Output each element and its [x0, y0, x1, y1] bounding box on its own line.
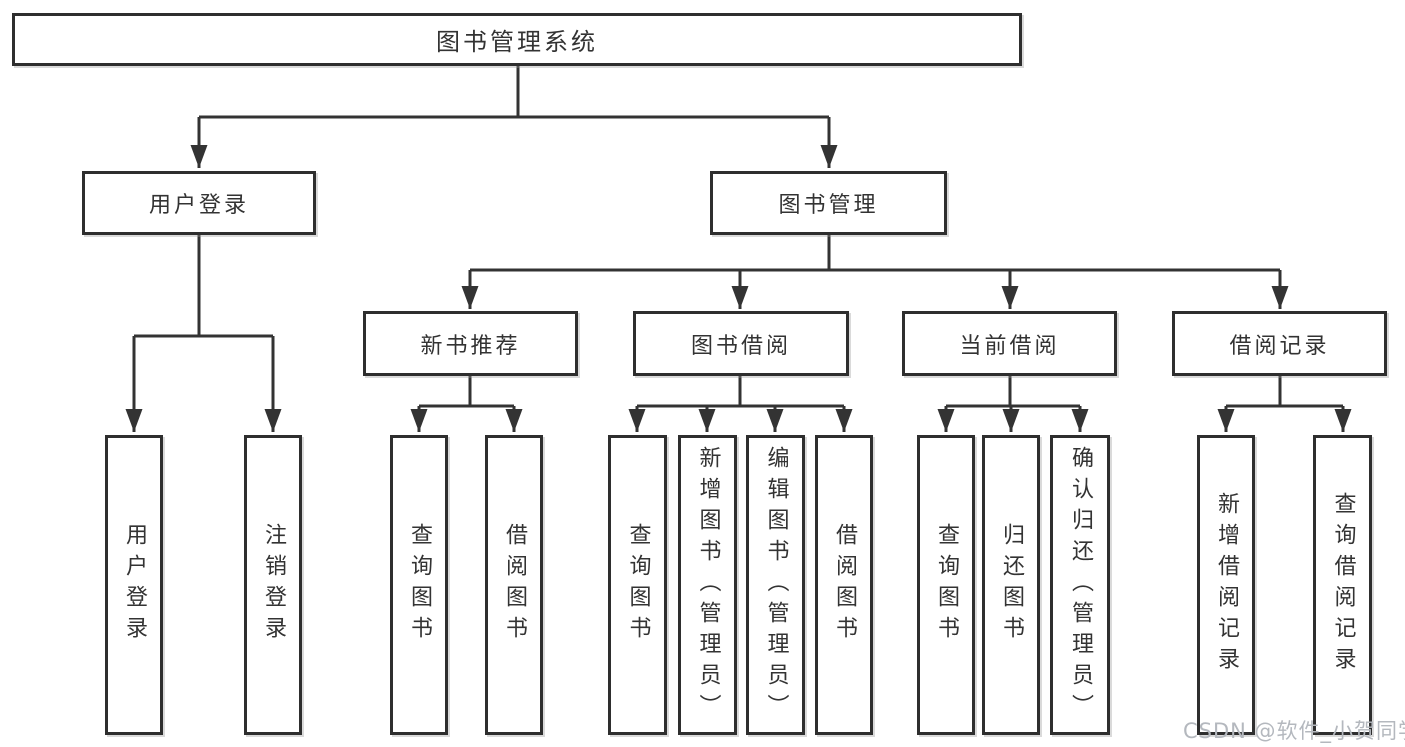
leaf-borrow-books-recommend: 借阅图书 — [485, 435, 543, 735]
leaf-edit-books-admin: 编辑图书（管理员） — [746, 435, 805, 735]
node-label: 图书管理 — [778, 193, 879, 218]
node-label: 新书推荐 — [420, 333, 521, 359]
node-label: 归还图书 — [999, 523, 1024, 647]
node-label: 借阅记录 — [1229, 333, 1330, 359]
node-label: 查询图书 — [934, 523, 959, 647]
node-label: 编辑图书（管理员） — [763, 445, 789, 725]
node-label: 借阅图书 — [832, 523, 857, 647]
node-label: 注销登录 — [261, 523, 286, 647]
leaf-return-books: 归还图书 — [982, 435, 1040, 735]
node-label: 用户登录 — [148, 193, 249, 218]
node-current-borrowing: 当前借阅 — [902, 311, 1117, 376]
node-label: 借阅图书 — [502, 523, 527, 647]
node-label: 确认归还（管理员） — [1068, 445, 1093, 725]
leaf-add-borrow-record: 新增借阅记录 — [1197, 435, 1255, 735]
leaf-query-books-recommend: 查询图书 — [390, 435, 448, 735]
node-book-borrowing: 图书借阅 — [633, 311, 849, 376]
leaf-add-books-admin: 新增图书（管理员） — [678, 435, 737, 735]
node-label: 图书借阅 — [690, 333, 791, 359]
wire-user-login-branch — [134, 235, 273, 338]
leaf-logout: 注销登录 — [244, 435, 302, 735]
leaf-query-books-current: 查询图书 — [917, 435, 975, 735]
node-borrow-records: 借阅记录 — [1172, 311, 1387, 376]
wire-current-borrow-branch — [946, 376, 1080, 408]
node-new-book-recommend: 新书推荐 — [363, 311, 578, 376]
wire-root-branch — [199, 66, 829, 119]
leaf-user-login: 用户登录 — [105, 435, 163, 735]
node-label: 查询借阅记录 — [1330, 492, 1356, 678]
node-root-system: 图书管理系统 — [12, 13, 1022, 66]
node-label: 新增借阅记录 — [1214, 492, 1239, 678]
leaf-query-books-borrowing: 查询图书 — [608, 435, 667, 735]
node-label: 图书管理系统 — [436, 28, 598, 56]
node-user-login: 用户登录 — [82, 171, 316, 235]
csdn-watermark: CSDN @软件_小贺同学 — [1183, 719, 1405, 743]
node-label: 新增图书（管理员） — [695, 445, 721, 725]
node-book-management: 图书管理 — [710, 171, 947, 235]
node-label: 用户登录 — [122, 523, 147, 647]
wire-new-book-branch — [419, 376, 514, 408]
node-label: 查询图书 — [407, 523, 432, 647]
wire-borrow-records-branch — [1226, 376, 1343, 408]
wire-book-mgmt-branch — [470, 235, 1280, 272]
node-label: 查询图书 — [625, 523, 651, 647]
leaf-borrow-books-borrowing: 借阅图书 — [815, 435, 873, 735]
node-label: 当前借阅 — [959, 333, 1060, 359]
leaf-confirm-return-admin: 确认归还（管理员） — [1050, 435, 1110, 735]
wire-book-borrow-branch — [637, 376, 844, 408]
leaf-query-borrow-record: 查询借阅记录 — [1313, 435, 1372, 735]
